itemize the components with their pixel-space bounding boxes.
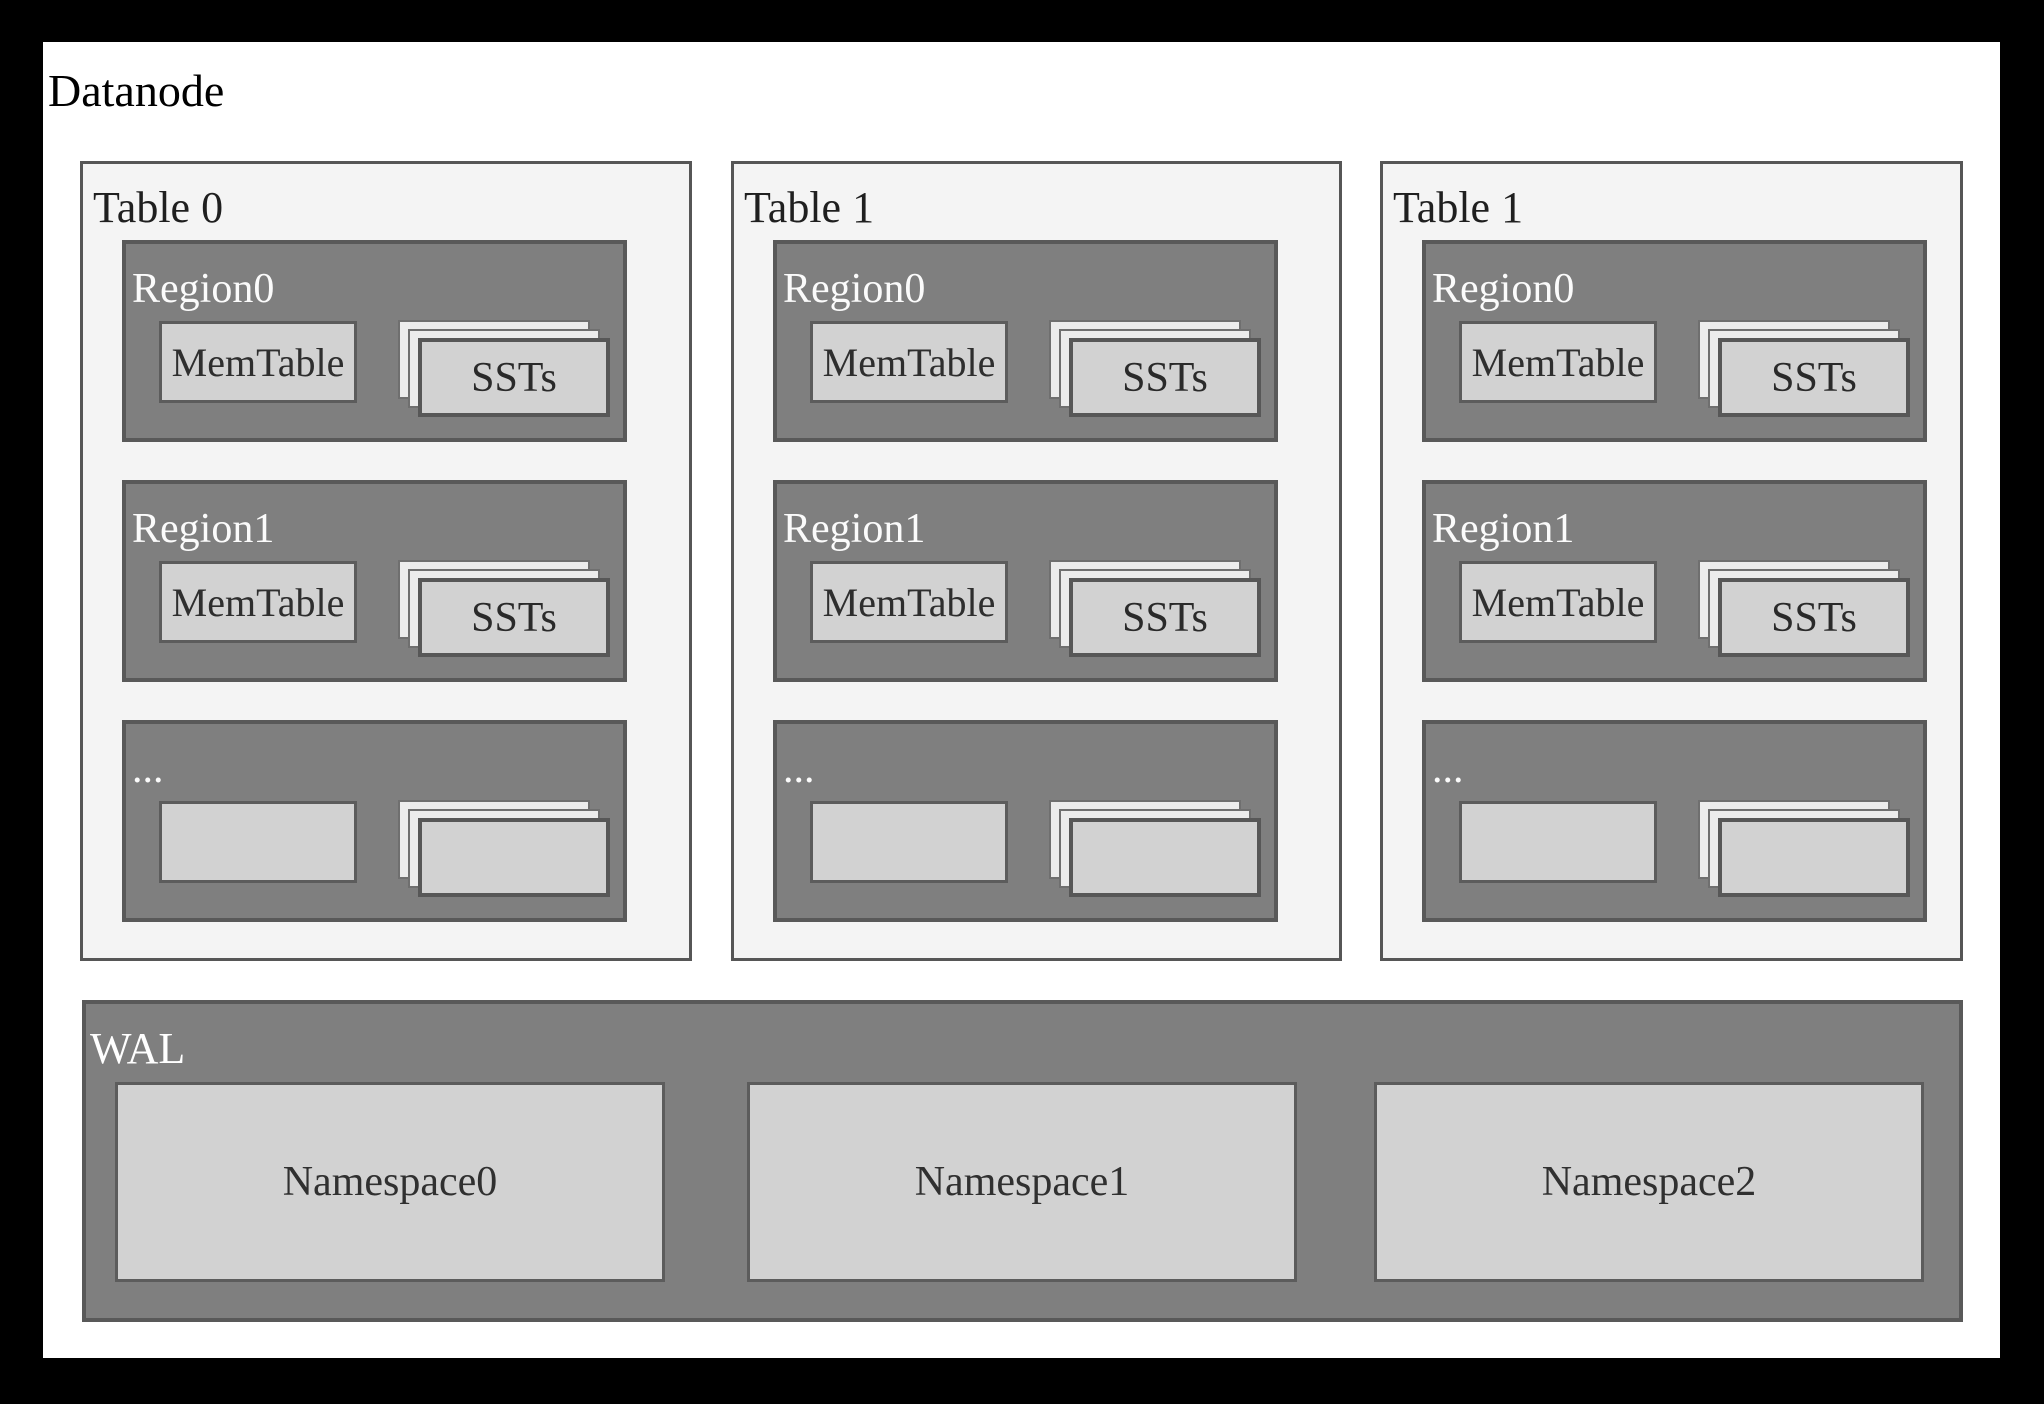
ssts-sheet-front: SSTs — [1718, 338, 1910, 417]
ssts-label: SSTs — [1122, 594, 1208, 641]
memtable-label: MemTable — [1471, 579, 1645, 625]
ssts-stack: SSTs — [1049, 320, 1261, 417]
ssts-sheet-front: SSTs — [1069, 578, 1261, 657]
memtable-box: MemTable — [810, 561, 1008, 643]
ssts-stack-blank — [1698, 800, 1910, 897]
ssts-label: SSTs — [1122, 354, 1208, 401]
ssts-sheet-front — [1069, 818, 1261, 897]
ssts-stack: SSTs — [1049, 560, 1261, 657]
region-box-0: Region0 MemTable SSTs — [122, 240, 627, 442]
page-title: Datanode — [48, 65, 225, 116]
region-box-0: Region0 MemTable SSTs — [1422, 240, 1927, 442]
ssts-sheet-front: SSTs — [418, 338, 610, 417]
region-label: Region0 — [783, 266, 926, 312]
ssts-stack: SSTs — [1698, 560, 1910, 657]
table-panel-0: Table 0 Region0 MemTable SSTs Region1 Me… — [80, 161, 692, 961]
memtable-box: MemTable — [159, 321, 357, 403]
ssts-sheet-front — [418, 818, 610, 897]
memtable-box-blank — [1459, 801, 1657, 883]
ssts-stack: SSTs — [1698, 320, 1910, 417]
table-title: Table 1 — [744, 183, 875, 232]
region-label: Region0 — [1432, 266, 1575, 312]
wal-box: WAL Namespace0 Namespace1 Namespace2 — [82, 1000, 1963, 1322]
region-box-1: Region1 MemTable SSTs — [773, 480, 1278, 682]
region-box-0: Region0 MemTable SSTs — [773, 240, 1278, 442]
ssts-sheet-front: SSTs — [1718, 578, 1910, 657]
memtable-box-blank — [159, 801, 357, 883]
namespace-box-1: Namespace1 — [747, 1082, 1297, 1282]
table-panel-1: Table 1 Region0 MemTable SSTs Region1 Me… — [731, 161, 1342, 961]
namespace-label: Namespace1 — [914, 1159, 1130, 1205]
memtable-box-blank — [810, 801, 1008, 883]
namespace-box-2: Namespace2 — [1374, 1082, 1924, 1282]
region-label: Region1 — [1432, 506, 1575, 552]
memtable-label: MemTable — [171, 579, 345, 625]
region-box-more: ... — [1422, 720, 1927, 922]
ssts-label: SSTs — [1771, 354, 1857, 401]
datanode-page: Datanode Table 0 Region0 MemTable SSTs R… — [43, 42, 2000, 1358]
memtable-label: MemTable — [1471, 339, 1645, 385]
region-label: ... — [1432, 746, 1464, 792]
memtable-box: MemTable — [1459, 561, 1657, 643]
ssts-sheet-front: SSTs — [1069, 338, 1261, 417]
ssts-stack: SSTs — [398, 320, 610, 417]
table-panel-2: Table 1 Region0 MemTable SSTs Region1 Me… — [1380, 161, 1963, 961]
namespace-box-0: Namespace0 — [115, 1082, 665, 1282]
region-box-more: ... — [122, 720, 627, 922]
wal-label: WAL — [90, 1024, 186, 1073]
ssts-stack-blank — [398, 800, 610, 897]
table-title: Table 0 — [93, 183, 224, 232]
region-label: ... — [132, 746, 164, 792]
ssts-stack-blank — [1049, 800, 1261, 897]
memtable-box: MemTable — [1459, 321, 1657, 403]
memtable-label: MemTable — [171, 339, 345, 385]
memtable-box: MemTable — [159, 561, 357, 643]
region-label: Region1 — [783, 506, 926, 552]
ssts-sheet-front — [1718, 818, 1910, 897]
namespace-label: Namespace2 — [1541, 1159, 1757, 1205]
ssts-label: SSTs — [471, 594, 557, 641]
memtable-box: MemTable — [810, 321, 1008, 403]
ssts-sheet-front: SSTs — [418, 578, 610, 657]
region-box-1: Region1 MemTable SSTs — [122, 480, 627, 682]
region-label: Region0 — [132, 266, 275, 312]
region-box-more: ... — [773, 720, 1278, 922]
region-label: ... — [783, 746, 815, 792]
memtable-label: MemTable — [822, 339, 996, 385]
region-label: Region1 — [132, 506, 275, 552]
memtable-label: MemTable — [822, 579, 996, 625]
ssts-label: SSTs — [1771, 594, 1857, 641]
namespace-label: Namespace0 — [282, 1159, 498, 1205]
region-box-1: Region1 MemTable SSTs — [1422, 480, 1927, 682]
table-title: Table 1 — [1393, 183, 1524, 232]
ssts-label: SSTs — [471, 354, 557, 401]
ssts-stack: SSTs — [398, 560, 610, 657]
